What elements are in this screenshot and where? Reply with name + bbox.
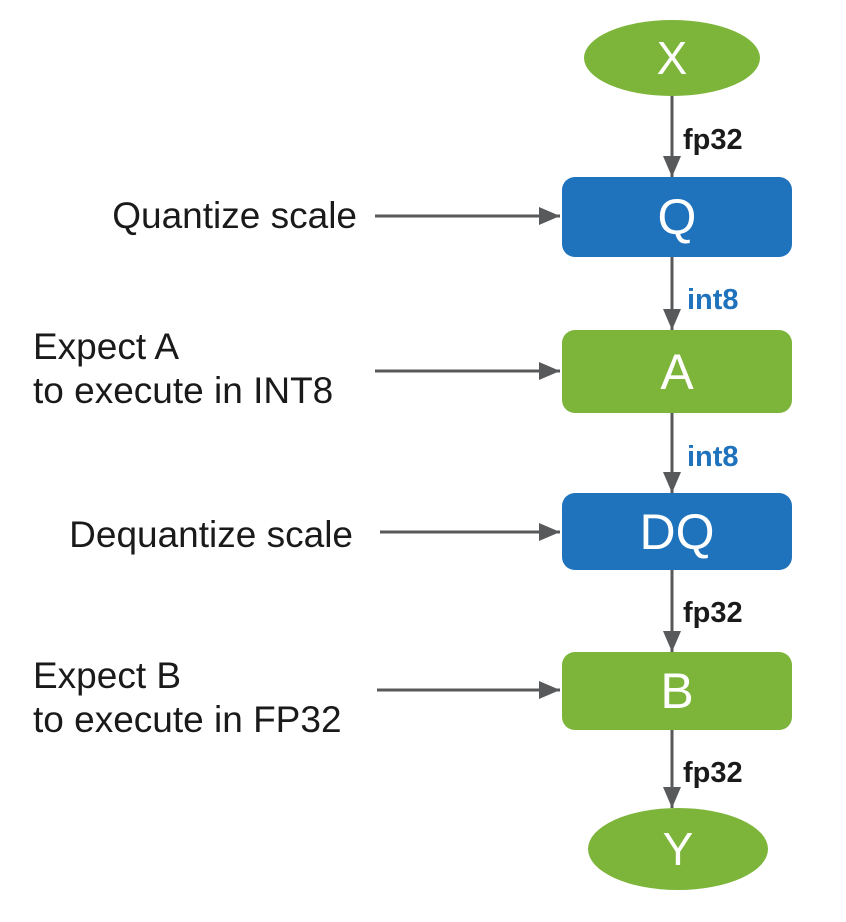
node-op-b: B (562, 652, 792, 730)
node-quantize-q: Q (562, 177, 792, 257)
edge-label-int8-q-a: int8 (687, 284, 739, 316)
expect-a-label-line2: to execute in INT8 (33, 370, 334, 411)
expect-b-label: Expect B to execute in FP32 (33, 654, 342, 742)
expect-a-label: Expect A to execute in INT8 (33, 325, 333, 413)
edge-label-fp32-dq-b: fp32 (683, 597, 743, 629)
node-input-x: X (584, 20, 760, 96)
edge-label-int8-a-dq: int8 (687, 441, 739, 473)
node-dequantize-dq: DQ (562, 493, 792, 570)
node-output-y: Y (588, 808, 768, 890)
node-op-a: A (562, 330, 792, 413)
edge-label-fp32-x-q: fp32 (683, 124, 743, 156)
edge-label-fp32-b-y: fp32 (683, 757, 743, 789)
quantize-scale-label: Quantize scale (112, 195, 357, 236)
expect-a-label-line1: Expect A (33, 326, 180, 367)
expect-b-label-line2: to execute in FP32 (33, 699, 342, 740)
expect-b-label-line1: Expect B (33, 655, 182, 696)
dequantize-scale-label: Dequantize scale (69, 514, 353, 555)
